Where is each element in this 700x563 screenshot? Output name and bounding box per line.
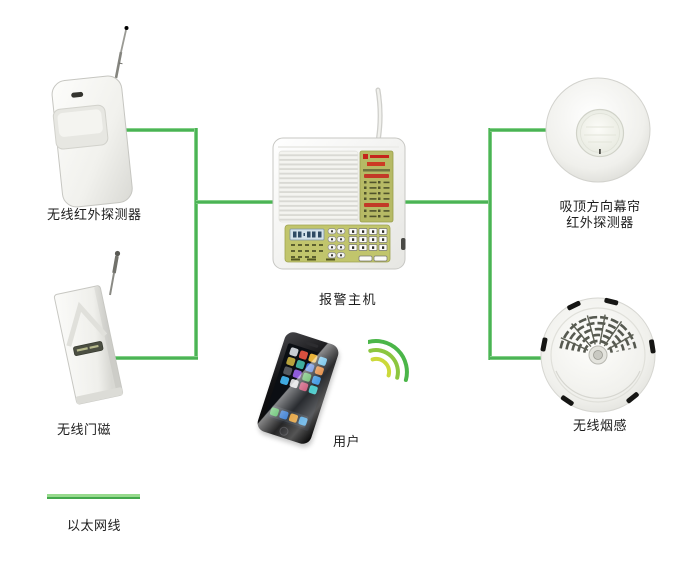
phone-app-icon (282, 365, 293, 377)
host-nav-buttons (327, 228, 346, 259)
phone-app-icon (301, 372, 312, 383)
ceiling-detector-label-line2: 红外探测器 (566, 216, 634, 231)
alarm-host-image (272, 87, 406, 270)
door-model-badge (73, 341, 104, 356)
cable-junction-to-smoke (490, 356, 544, 360)
phone-screen (264, 342, 333, 432)
door-body (53, 285, 124, 405)
host-lcd-display (289, 228, 325, 241)
phone-earpiece-icon (305, 341, 319, 349)
smoke-detector-image (540, 297, 656, 413)
cable-host-to-junction-right (405, 200, 492, 204)
phone-app-dock (268, 404, 309, 429)
phone-app-icon (285, 356, 296, 367)
host-speaker-grille (278, 150, 359, 223)
phone-app-icon (269, 406, 280, 417)
host-indicator-panel (359, 150, 394, 223)
phone-app-icon (314, 365, 325, 376)
cable-junction-to-host-left (196, 200, 273, 204)
ceiling-detector-image (545, 77, 651, 183)
door-magnet-image (53, 250, 124, 405)
smoke-test-button (588, 345, 608, 365)
cable-right-vertical (488, 128, 492, 360)
ceiling-detector-label-line1: 吸顶方向幕帘 (559, 200, 641, 215)
wireless-signal-icon (368, 339, 409, 382)
smoke-detector-label: 无线烟感 (572, 419, 627, 434)
ethernet-legend-label: 以太网线 (67, 519, 122, 534)
host-antenna-icon (375, 87, 383, 141)
cable-pir-to-junction (126, 128, 196, 132)
alarm-host-label: 报警主机 (319, 293, 378, 308)
phone-app-icon (304, 362, 315, 373)
phone-app-icon (298, 350, 309, 361)
user-phone-image (255, 329, 341, 447)
phone-app-icon (308, 384, 319, 395)
phone-app-icon (295, 359, 306, 370)
smoke-vent-ribs (560, 314, 634, 351)
door-magnet-label: 无线门磁 (57, 423, 112, 438)
phone-app-icon (311, 375, 322, 386)
door-antenna-icon (109, 250, 121, 296)
phone-app-icon (317, 356, 328, 367)
host-number-keys (291, 228, 388, 262)
phone-app-icon (292, 369, 303, 380)
phone-app-icon (307, 353, 318, 364)
pir-detector-label: 无线红外探测器 (47, 208, 142, 223)
dome-lens-icon (575, 108, 625, 158)
cable-left-vertical (194, 128, 198, 360)
pir-detector-image (51, 26, 133, 208)
pir-lens-window (52, 104, 109, 150)
phone-app-icon (288, 346, 299, 358)
pir-led-window (71, 91, 84, 98)
phone-app-grid (279, 346, 328, 395)
phone-app-icon (278, 409, 290, 421)
smoke-rim-slots (540, 297, 656, 406)
phone-home-button-icon (278, 425, 290, 437)
ethernet-legend-line (47, 494, 140, 499)
pir-body (51, 75, 133, 208)
host-brand-logo (363, 154, 368, 159)
cable-junction-to-ceiling (490, 128, 546, 132)
door-chevron-icon (66, 301, 108, 347)
phone-app-icon (279, 375, 290, 386)
pir-antenna-icon (114, 26, 129, 79)
host-keypad (284, 224, 391, 263)
phone-app-icon (289, 378, 300, 389)
phone-app-icon (298, 381, 309, 392)
phone-app-icon (288, 413, 299, 424)
host-side-port (401, 238, 406, 250)
user-label: 用户 (333, 435, 361, 450)
ceiling-detector-label: 吸顶方向幕帘 红外探测器 (530, 200, 670, 232)
phone-app-icon (297, 416, 309, 427)
cable-door-to-junction (108, 356, 198, 360)
